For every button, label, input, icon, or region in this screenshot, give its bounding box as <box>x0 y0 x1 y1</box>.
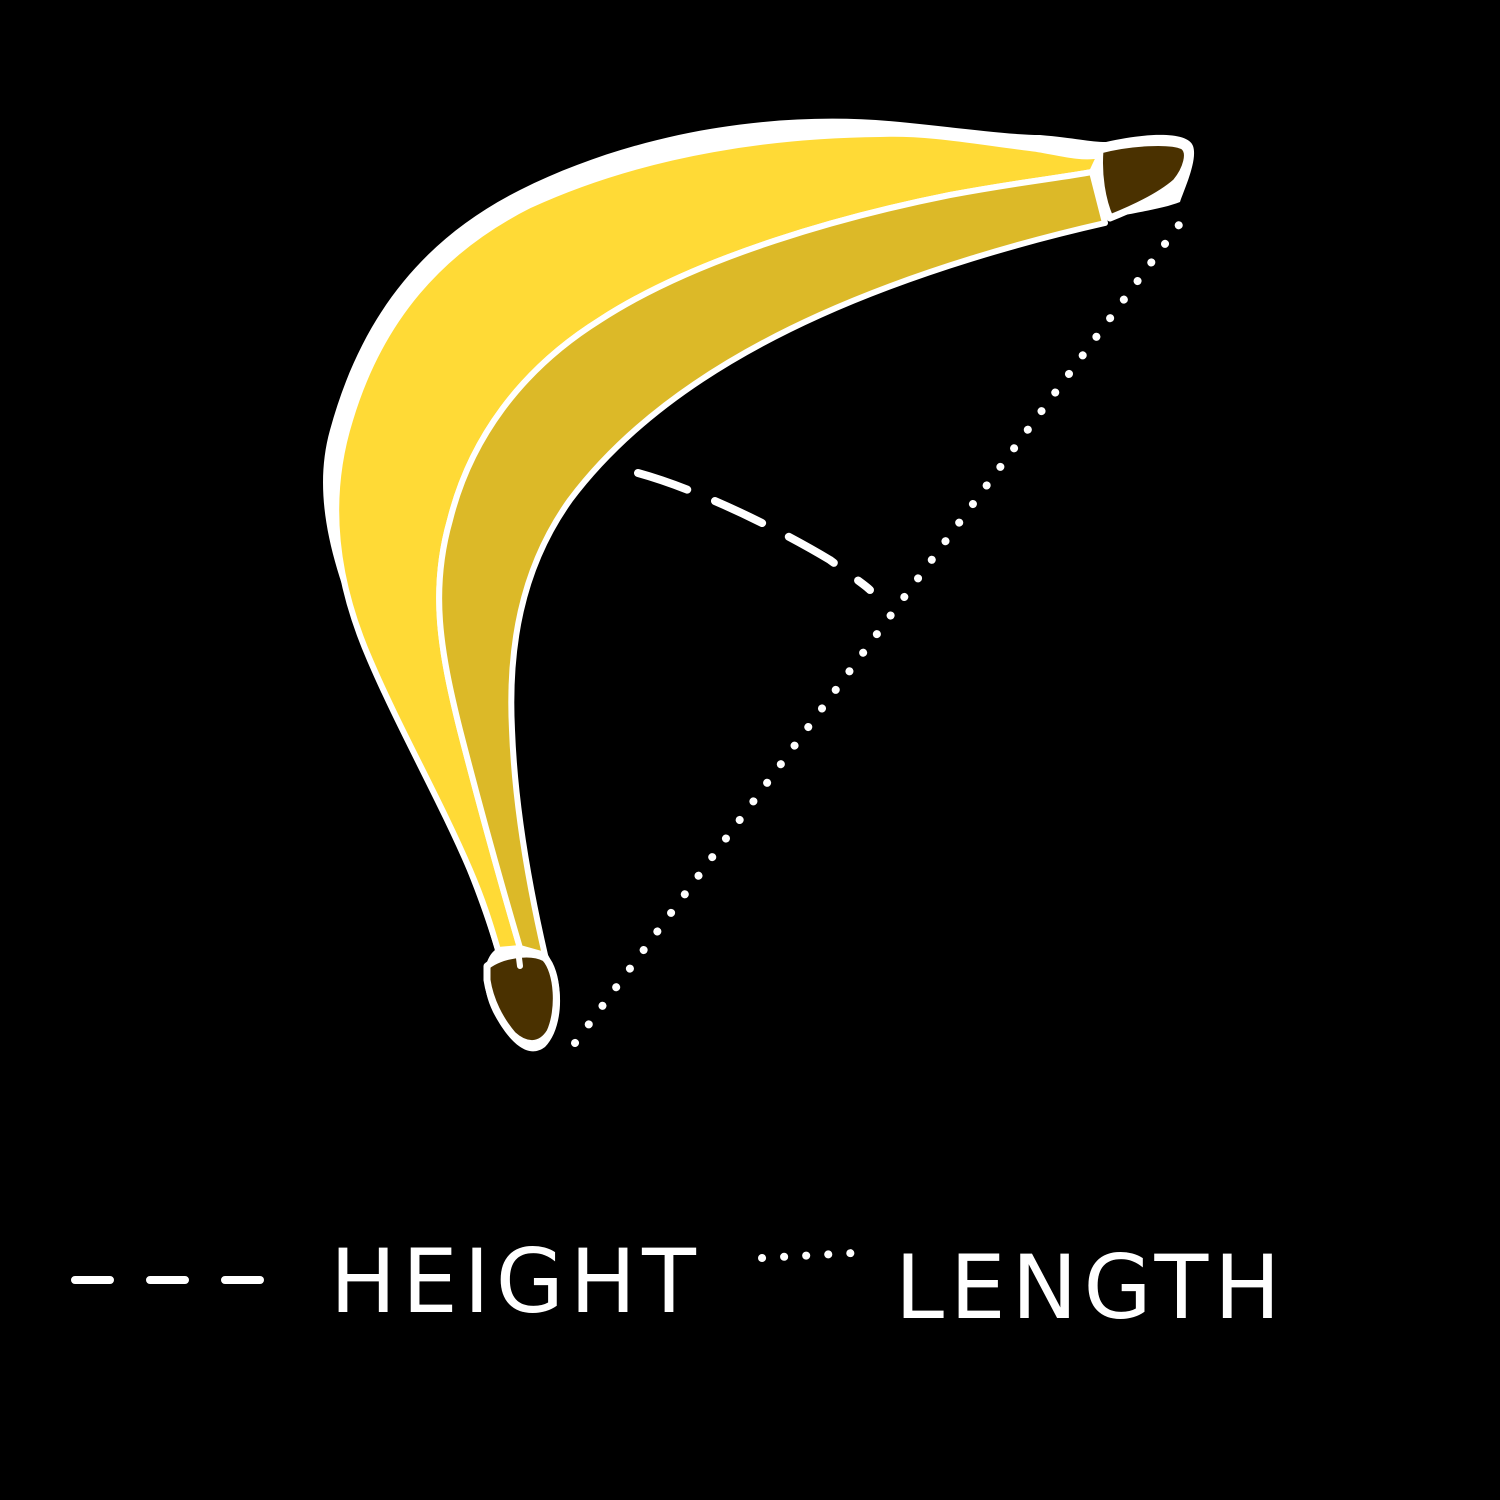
legend-height-key: HEIGHT <box>71 1230 702 1333</box>
banana-illustration <box>323 118 1195 1052</box>
banana-tip-bottom <box>483 950 560 1048</box>
banana-stem-top <box>1096 139 1191 222</box>
legend-height-label: HEIGHT <box>330 1230 702 1333</box>
height-measure-line <box>634 469 874 594</box>
banana-tip-bottom-line <box>515 947 523 969</box>
legend: HEIGHT LENGTH <box>71 1230 1286 1339</box>
legend-length-label: LENGTH <box>895 1236 1286 1339</box>
banana-peel-bottom <box>436 169 1108 958</box>
legend-length-key: LENGTH <box>758 1236 1286 1339</box>
legend-dot-symbol <box>758 1248 876 1262</box>
